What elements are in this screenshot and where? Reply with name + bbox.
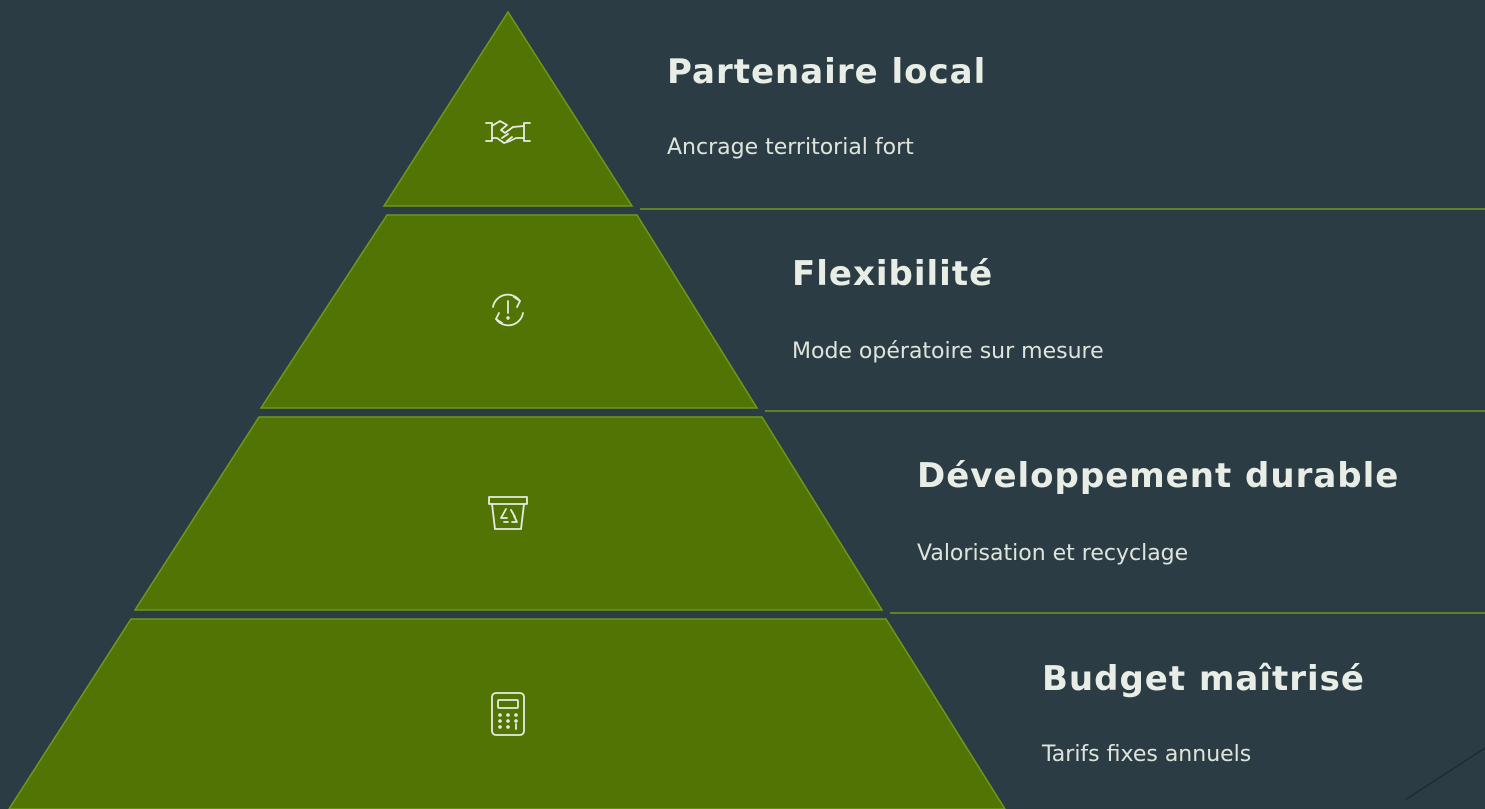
tier-4-title: Budget maîtrisé <box>1042 659 1365 699</box>
calculator-icon <box>491 692 525 736</box>
recycle-bin-icon <box>488 496 528 530</box>
tier-2-description: Mode opératoire sur mesure <box>792 339 1104 364</box>
tier-2-title: Flexibilité <box>792 254 994 294</box>
pyramid-tier-1 <box>382 10 634 207</box>
tier-1-title: Partenaire local <box>667 52 987 92</box>
tier-3-title: Développement durable <box>917 456 1400 496</box>
tier-1-description: Ancrage territorial fort <box>667 135 914 160</box>
handshake-icon <box>485 120 531 144</box>
decorative-line <box>1404 747 1485 801</box>
tier-4-description: Tarifs fixes annuels <box>1042 742 1252 767</box>
pyramid-tier-2 <box>259 214 759 409</box>
pyramid-tier-3 <box>133 416 884 611</box>
refresh-alert-icon <box>492 293 524 327</box>
tier-3-description: Valorisation et recyclage <box>917 541 1189 566</box>
